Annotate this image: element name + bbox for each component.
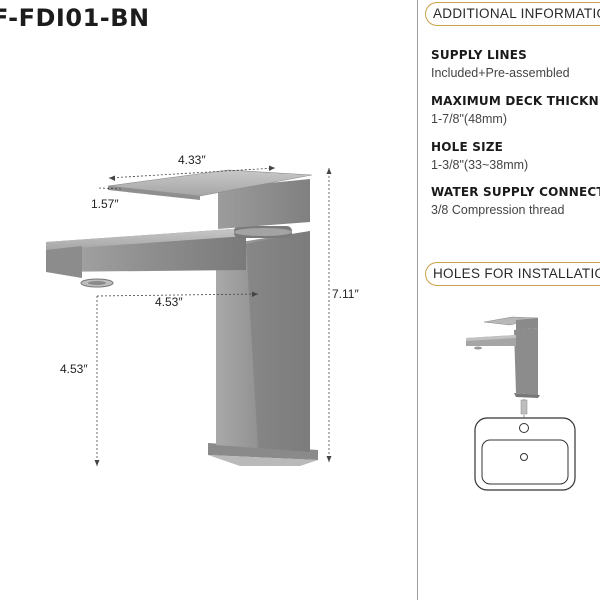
panel-divider xyxy=(417,0,418,600)
dim-handle-width: 1.57″ xyxy=(91,197,119,211)
spec-label: WATER SUPPLY CONNECTION xyxy=(431,185,600,199)
product-model-title: F-FDI01-BN xyxy=(0,4,150,32)
faucet-handle xyxy=(107,169,313,229)
spec-label: SUPPLY LINES xyxy=(431,48,528,62)
dimension-lines xyxy=(94,165,332,466)
spec-supply-lines: SUPPLY LINES Included+Pre-assembled xyxy=(431,48,570,80)
faucet-base xyxy=(208,443,318,466)
drain-hole xyxy=(520,453,528,461)
mini-faucet xyxy=(466,316,540,398)
spec-value: 3/8 Compression thread xyxy=(431,203,565,217)
faucet-aerator xyxy=(80,278,114,288)
dim-reach: 4.53″ xyxy=(155,295,183,309)
spec-water-supply-connection: WATER SUPPLY CONNECTION 3/8 Compression … xyxy=(431,185,600,217)
mounting-line xyxy=(520,399,528,422)
dim-total-height: 7.11″ xyxy=(332,287,359,301)
spec-label: HOLE SIZE xyxy=(431,140,504,154)
dim-spout-length: 4.33″ xyxy=(178,153,206,167)
faucet-body xyxy=(216,231,310,452)
spec-value: Included+Pre-assembled xyxy=(431,66,570,80)
installation-illustration xyxy=(466,316,576,491)
spec-value: 1-3/8"(33~38mm) xyxy=(431,158,529,172)
spec-hole-size: HOLE SIZE 1-3/8"(33~38mm) xyxy=(431,140,528,172)
spec-max-deck-thickness: MAXIMUM DECK THICKNESS 1-7/8"(48mm) xyxy=(431,94,600,126)
faucet-hole xyxy=(519,423,529,433)
sink-outline xyxy=(474,417,576,491)
installation-heading: HOLES FOR INSTALLATION xyxy=(425,262,600,286)
spec-label: MAXIMUM DECK THICKNESS xyxy=(431,94,600,108)
dim-spout-height: 4.53″ xyxy=(60,362,88,376)
faucet-dimension-drawing: 4.33″ 1.57″ 4.53″ 4.53″ 7.11″ xyxy=(46,153,359,466)
faucet-spout xyxy=(46,228,246,278)
spec-value: 1-7/8"(48mm) xyxy=(431,112,507,126)
faucet-collar xyxy=(234,226,292,238)
additional-info-heading: ADDITIONAL INFORMATION xyxy=(425,2,600,26)
